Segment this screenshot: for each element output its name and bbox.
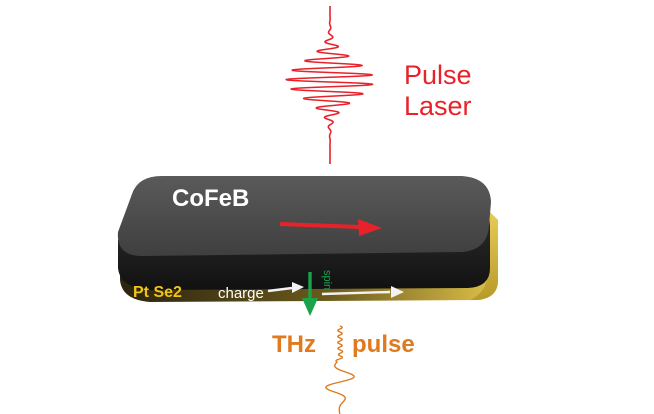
charge-label: charge (218, 285, 264, 302)
thz-pulse-wave (325, 325, 355, 414)
spin-current-arrow (302, 272, 318, 316)
cofeb-side (118, 220, 490, 290)
charge-current-arrow-left (267, 282, 304, 293)
thz-label: THz (272, 331, 316, 358)
laser-label-line2: Laser (404, 91, 472, 121)
ptse2-right-edge (470, 210, 498, 300)
laser-pulse-wave (285, 5, 374, 165)
spin-label: spin (321, 270, 333, 290)
magnetization-arrow (279, 219, 382, 236)
cofeb-top-face (117, 176, 491, 256)
charge-current-arrow-right (321, 286, 404, 298)
ptse2-label: Pt Se2 (133, 284, 182, 301)
thz-pulse-label: pulse (352, 331, 415, 358)
cofeb-label: CoFeB (172, 185, 249, 212)
laser-label-line1: Pulse (404, 60, 472, 90)
